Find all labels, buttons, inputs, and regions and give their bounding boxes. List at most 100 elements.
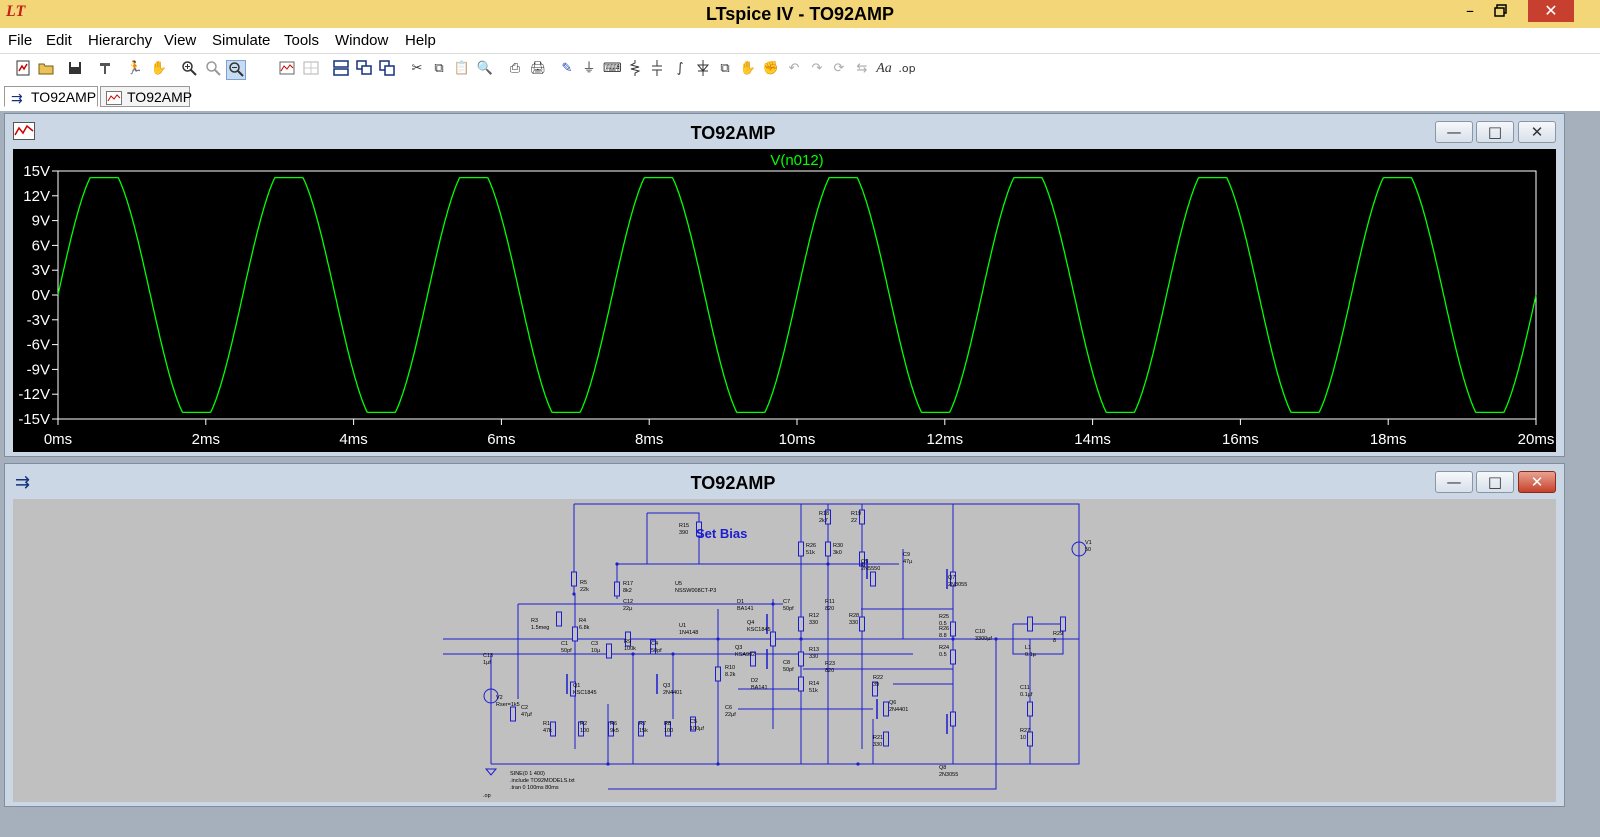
component-icon[interactable]: ⧉	[720, 61, 730, 76]
part-ref-label: C3	[591, 641, 598, 647]
part-value-label: 6.8k	[579, 625, 590, 631]
close-button[interactable]: ✕	[1528, 0, 1574, 22]
minimize-button[interactable]: –	[1466, 1, 1474, 20]
resistor-icon[interactable]	[626, 60, 644, 78]
junction-dot	[671, 652, 675, 656]
zoom-in-icon[interactable]	[180, 60, 198, 78]
text-icon[interactable]: Aa	[876, 61, 892, 76]
cascade-icon[interactable]	[355, 60, 373, 78]
menu-tools[interactable]: Tools	[284, 32, 320, 49]
y-tick-label: 12V	[23, 188, 50, 205]
save-icon[interactable]	[66, 60, 84, 78]
drag-icon[interactable]: ✊	[762, 61, 780, 76]
redo-icon[interactable]: ↷	[811, 61, 823, 76]
capacitor-icon[interactable]	[648, 60, 666, 78]
part-ref-label: R1	[543, 721, 550, 727]
waveform-window-icon	[13, 122, 35, 144]
schematic-component	[556, 611, 562, 627]
grid-icon[interactable]	[302, 60, 320, 78]
label-net-icon[interactable]: ⌨	[603, 61, 622, 76]
part-value-label: Rser=1k5	[496, 702, 520, 708]
y-tick-label: -9V	[27, 361, 50, 378]
halt-icon[interactable]: ✋	[150, 61, 168, 76]
part-value-label: 100	[580, 728, 589, 734]
part-value-label: 1.5meg	[531, 625, 549, 631]
schematic-close-button[interactable]: ✕	[1518, 471, 1556, 493]
spice-directive-icon[interactable]: .op	[898, 62, 916, 75]
zoom-fit-icon[interactable]	[226, 60, 246, 80]
diode-icon[interactable]	[694, 60, 712, 78]
y-tick-label: -15V	[18, 411, 50, 428]
menu-hierarchy[interactable]: Hierarchy	[88, 32, 153, 49]
part-ref-label: Q6	[889, 700, 896, 706]
y-tick-label: -3V	[27, 312, 50, 329]
menu-window[interactable]: Window	[335, 32, 389, 49]
cut-icon[interactable]: ✂	[411, 61, 423, 76]
control-panel-icon[interactable]	[96, 60, 114, 78]
ground-icon[interactable]: ⏚	[582, 61, 596, 76]
waveform-close-button[interactable]: ✕	[1518, 121, 1556, 143]
schematic-component	[638, 721, 644, 737]
tile-vertical-icon[interactable]	[378, 60, 396, 78]
junction-dot	[856, 762, 860, 766]
schematic-component	[650, 639, 656, 655]
copy-icon[interactable]: ⧉	[434, 61, 444, 76]
waveform-maximize-button[interactable]: □	[1476, 121, 1514, 143]
menu-help[interactable]: Help	[405, 32, 436, 49]
x-tick-label: 14ms	[1074, 431, 1111, 448]
menu-file[interactable]: File	[8, 32, 33, 49]
part-ref-label: Q8	[939, 765, 946, 771]
part-ref-label: R19	[851, 511, 861, 517]
undo-icon[interactable]: ↶	[788, 61, 800, 76]
tile-horizontal-icon[interactable]	[332, 60, 350, 78]
junction-dot	[826, 562, 830, 566]
print-setup-icon[interactable]: ⎙	[509, 61, 521, 76]
restore-button[interactable]	[1486, 0, 1516, 22]
title-bar: LT LTspice IV - TO92AMP – ✕	[0, 0, 1600, 28]
move-icon[interactable]: ✋	[739, 61, 757, 76]
find-icon[interactable]: 🔍	[476, 61, 494, 76]
wire-icon[interactable]: ✎	[561, 61, 573, 76]
paste-icon[interactable]: 📋	[453, 61, 471, 76]
part-value-label: 0.5	[939, 652, 947, 658]
print-icon[interactable]: 🖨	[529, 61, 547, 76]
x-tick-label: 8ms	[635, 431, 663, 448]
tab-schematic[interactable]: ⇉ TO92AMP	[4, 86, 98, 107]
part-value-label: 2N3055	[948, 582, 967, 588]
tab-waveform[interactable]: TO92AMP	[100, 86, 192, 107]
zoom-out-icon[interactable]	[204, 60, 222, 78]
part-ref-label: R9	[624, 639, 631, 645]
schematic-minimize-button[interactable]: —	[1435, 471, 1473, 493]
new-schematic-icon[interactable]	[14, 60, 32, 78]
ltspice-logo-icon[interactable]: LT	[6, 3, 26, 20]
mirror-icon[interactable]: ⇆	[856, 61, 868, 76]
part-ref-label: R22	[873, 675, 883, 681]
menu-simulate[interactable]: Simulate	[212, 32, 271, 49]
part-ref-label: Q5	[861, 559, 868, 565]
y-tick-label: 6V	[32, 237, 50, 254]
part-ref-label: R21	[873, 735, 883, 741]
schematic-component	[798, 616, 804, 632]
rotate-icon[interactable]: ⟳	[833, 61, 845, 76]
part-value-label: 2k7	[819, 518, 828, 524]
schematic-maximize-button[interactable]: □	[1476, 471, 1514, 493]
open-icon[interactable]	[37, 60, 55, 78]
inductor-icon[interactable]: ∫	[676, 61, 684, 76]
waveform-minimize-button[interactable]: —	[1435, 121, 1473, 143]
junction-dot	[572, 592, 576, 596]
menu-view[interactable]: View	[164, 32, 197, 49]
part-ref-label: R4	[579, 618, 586, 624]
autorange-icon[interactable]	[278, 60, 296, 78]
tab-label: TO92AMP	[31, 89, 97, 105]
part-value-label: 10	[1020, 735, 1026, 741]
schematic-component	[859, 509, 865, 525]
run-icon[interactable]: 🏃	[126, 61, 144, 76]
menu-edit[interactable]: Edit	[46, 32, 72, 49]
junction-dot	[631, 652, 635, 656]
schematic-component	[825, 509, 831, 525]
menu-bar: File Edit Hierarchy View Simulate Tools …	[0, 28, 1600, 53]
part-value-label: 8.8	[939, 633, 947, 639]
schematic-component	[571, 571, 577, 587]
